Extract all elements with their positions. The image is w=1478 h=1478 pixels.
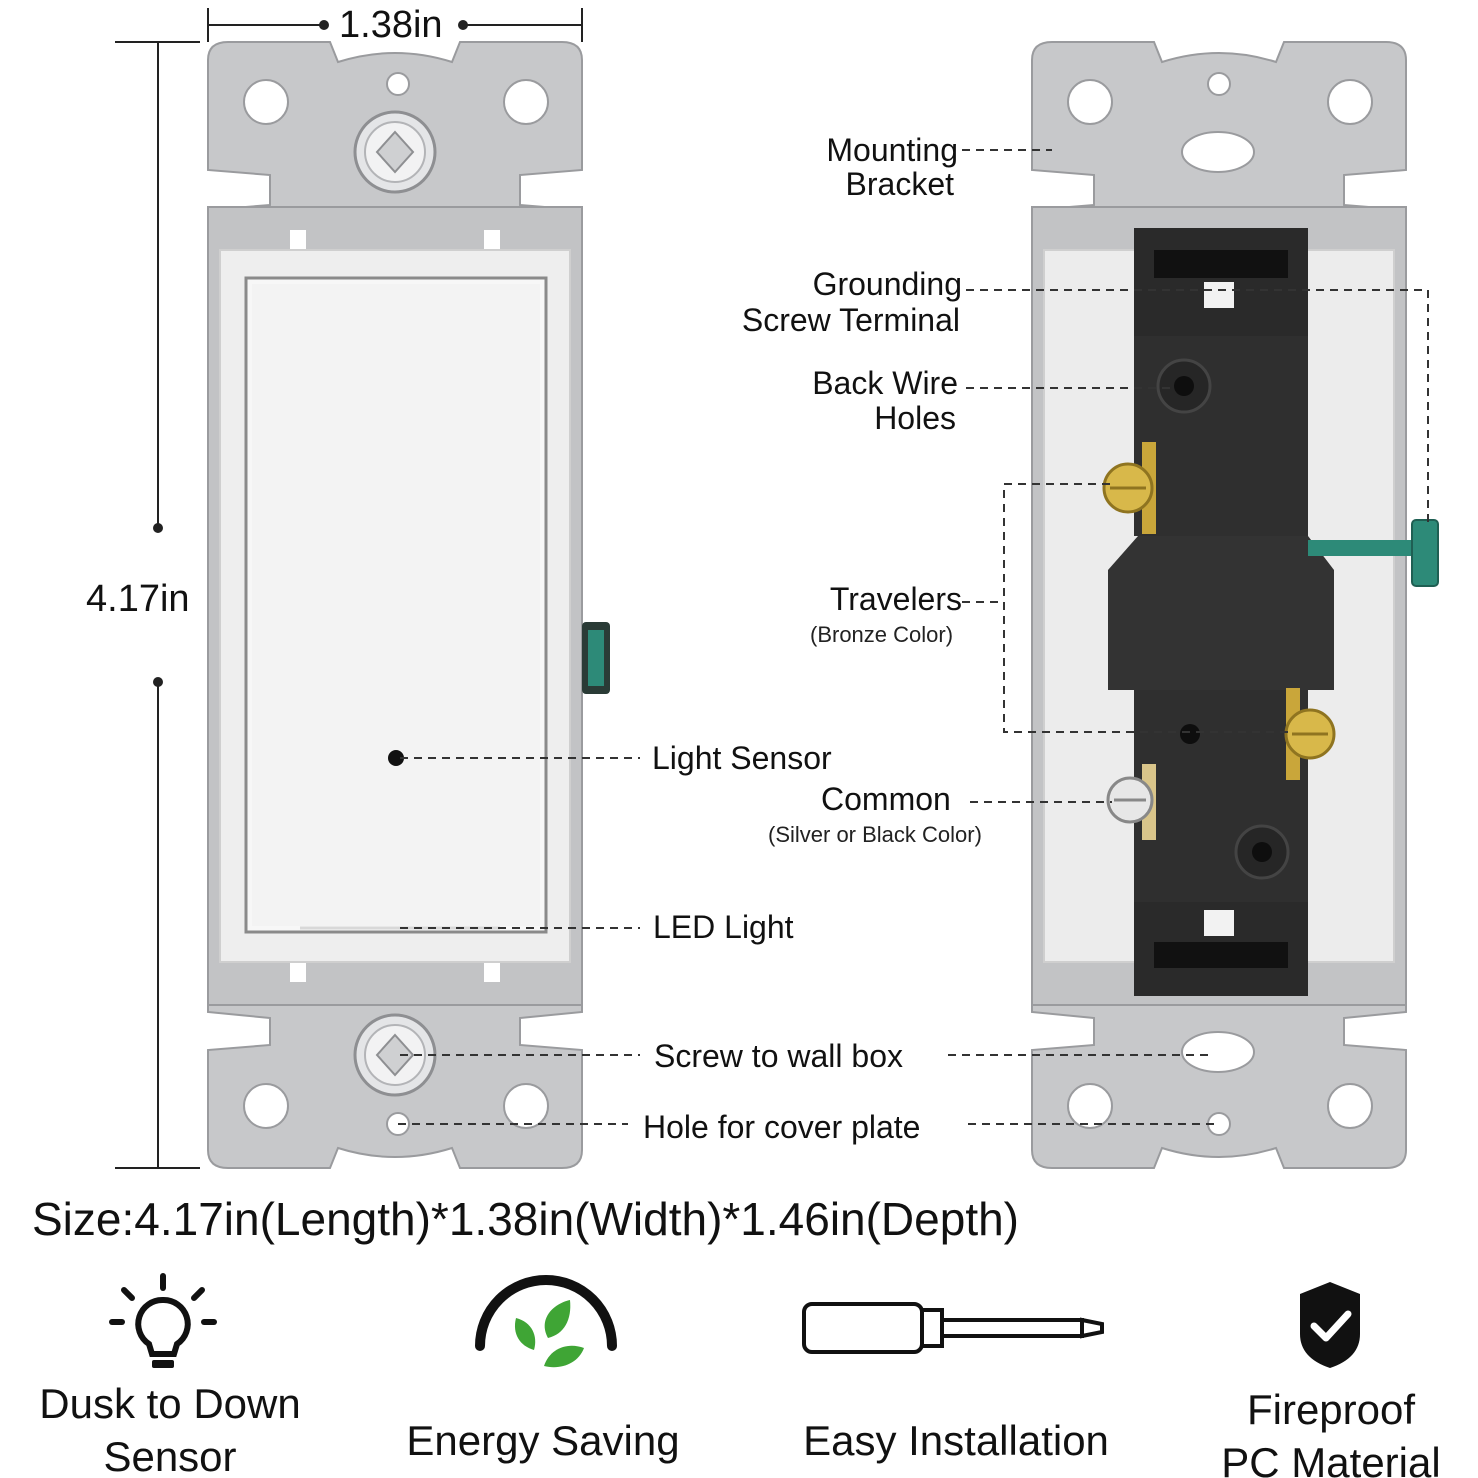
feature-fireproof: Fireproof PC Material bbox=[1190, 1384, 1472, 1478]
common-note: (Silver or Black Color) bbox=[768, 822, 982, 847]
common-screw bbox=[1106, 764, 1156, 840]
height-dimension-label: 4.17in bbox=[86, 578, 190, 620]
leaf-gauge-icon bbox=[475, 1275, 617, 1368]
traveler-screw-top bbox=[1102, 442, 1156, 534]
width-dimension-label: 1.38in bbox=[339, 4, 443, 46]
feature-fireproof-line-2: PC Material bbox=[1221, 1438, 1441, 1478]
back-wire-label-1: Back Wire bbox=[812, 365, 958, 401]
feature-energy-saving: Energy Saving bbox=[380, 1415, 706, 1468]
front-switch bbox=[207, 41, 610, 1169]
traveler-screw-bottom bbox=[1284, 688, 1336, 780]
light-sensor-dot bbox=[388, 750, 404, 766]
led-light-label: LED Light bbox=[653, 909, 794, 945]
hole-cover-plate-label: Hole for cover plate bbox=[643, 1109, 921, 1145]
back-top-bracket bbox=[1031, 41, 1407, 216]
back-wire-label-2: Holes bbox=[874, 400, 956, 436]
mounting-bracket-label-1: Mounting bbox=[826, 132, 958, 168]
light-sensor-label: Light Sensor bbox=[652, 740, 832, 776]
feature-dusk-sensor-line-1: Dusk to Down bbox=[39, 1380, 301, 1427]
screwdriver-icon bbox=[802, 1302, 1104, 1354]
back-switch bbox=[1031, 41, 1439, 1169]
mounting-bracket-label-2: Bracket bbox=[845, 166, 954, 202]
front-top-screw bbox=[353, 110, 437, 194]
feature-dusk-sensor-line-2: Sensor bbox=[103, 1432, 237, 1478]
back-bottom-bracket bbox=[1031, 1004, 1407, 1169]
common-label: Common bbox=[821, 781, 951, 817]
feature-dusk-sensor: Dusk to Down Sensor bbox=[10, 1378, 330, 1478]
size-specification: Size:4.17in(Length)*1.38in(Width)*1.46in… bbox=[32, 1193, 1020, 1245]
leader-lines bbox=[398, 149, 1429, 1125]
screw-wall-box-label: Screw to wall box bbox=[654, 1038, 903, 1074]
feature-energy-saving-line-1: Energy Saving bbox=[406, 1417, 680, 1464]
grounding-label-2: Screw Terminal bbox=[741, 302, 960, 338]
ground-screw bbox=[1308, 519, 1439, 587]
front-ground-terminal bbox=[582, 622, 610, 694]
dimension-lines bbox=[115, 8, 583, 1169]
shield-check-icon bbox=[1300, 1282, 1360, 1368]
grounding-label-1: Grounding bbox=[812, 266, 962, 302]
feature-fireproof-line-1: Fireproof bbox=[1246, 1386, 1416, 1433]
travelers-label: Travelers bbox=[829, 581, 962, 617]
travelers-note: (Bronze Color) bbox=[810, 622, 954, 647]
feature-easy-installation: Easy Installation bbox=[770, 1415, 1142, 1468]
feature-easy-installation-line-1: Easy Installation bbox=[803, 1417, 1109, 1464]
back-body bbox=[1108, 228, 1334, 996]
front-bottom-screw bbox=[353, 1013, 437, 1097]
bulb-icon bbox=[109, 1273, 217, 1368]
